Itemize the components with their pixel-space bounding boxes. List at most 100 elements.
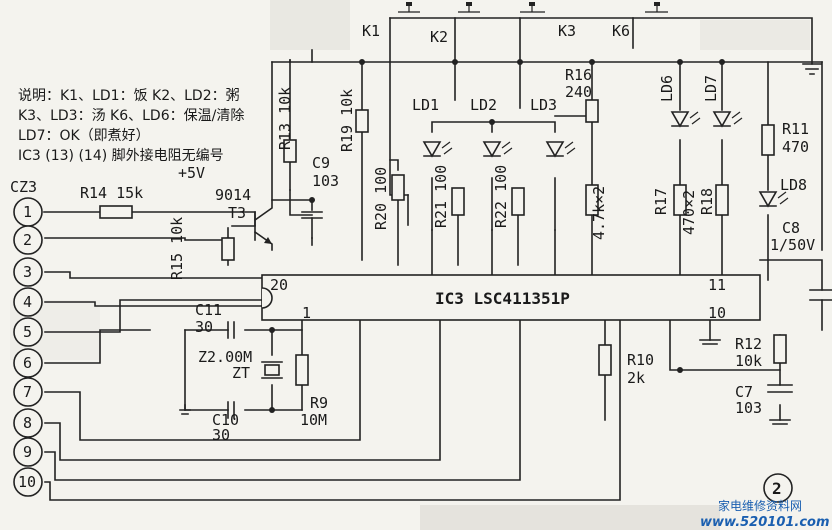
c8-value: 1/50V — [770, 236, 815, 254]
resistor-r11 — [761, 124, 775, 156]
r11-value: 470 — [782, 138, 809, 156]
resistor-r9 — [295, 354, 309, 386]
resistor-r17 — [673, 184, 687, 216]
r-4k7-label: 4.7k×2 — [590, 186, 608, 240]
r14-label: R14 15k — [80, 184, 143, 202]
led-ld8-label: LD8 — [780, 176, 807, 194]
resistor-4k7 — [585, 184, 599, 216]
connector-pin-10 — [13, 467, 43, 497]
r9-name: R9 — [310, 394, 328, 412]
connector-pin-5 — [13, 317, 43, 347]
crystal-name: ZT — [232, 364, 250, 382]
r13-label: R13 10k — [276, 87, 294, 150]
ic3-body — [261, 274, 761, 321]
r11-name: R11 — [782, 120, 809, 138]
pin-label-5: 5 — [23, 323, 32, 341]
c10-name: C10 — [212, 411, 239, 429]
resistor-r12 — [773, 334, 787, 364]
led-ld1-label: LD1 — [412, 96, 439, 114]
switch-k6-label: K6 — [612, 22, 630, 40]
c11-value: 30 — [195, 318, 213, 336]
led-ld7-label: LD7 — [702, 75, 720, 102]
transistor-t3 — [231, 199, 273, 251]
pin-label-8: 8 — [23, 414, 32, 432]
r15-label: R15 10k — [168, 217, 186, 280]
led-ld7 — [712, 111, 743, 128]
connector-name: CZ3 — [10, 178, 37, 196]
watermark-cn: 家电维修资料网 — [718, 498, 802, 513]
r22-label: R22 100 — [492, 165, 510, 228]
led-ld6 — [670, 111, 701, 128]
switch-k1-label: K1 — [362, 22, 380, 40]
resistor-r14 — [99, 205, 133, 219]
capacitor-c8 — [809, 289, 832, 301]
led-ld6-label: LD6 — [658, 75, 676, 102]
switch-k3 — [520, 2, 545, 13]
switch-k1 — [398, 2, 420, 13]
connector-pin-8 — [13, 408, 43, 438]
r20-label: R20 100 — [372, 167, 390, 230]
pin-label-4: 4 — [23, 293, 32, 311]
wiring — [43, 17, 823, 501]
r12-value: 10k — [735, 352, 762, 370]
capacitor-c9 — [301, 211, 323, 239]
note-line-2: K3、LD3：汤 K6、LD6：保温/清除 — [18, 108, 244, 124]
led-ld3-label: LD3 — [530, 96, 557, 114]
capacitor-c11 — [227, 321, 235, 339]
resistor-r15 — [221, 237, 235, 261]
c7-value: 103 — [735, 399, 762, 417]
led-ld2-label: LD2 — [470, 96, 497, 114]
connector-pin-9 — [13, 437, 43, 467]
pin-label-3: 3 — [23, 263, 32, 281]
pin-label-9: 9 — [23, 443, 32, 461]
pin-label-7: 7 — [23, 383, 32, 401]
ic3-pin20: 20 — [270, 276, 288, 294]
resistor-r13 — [283, 139, 297, 163]
c10-value: 30 — [212, 426, 230, 444]
resistor-r16 — [585, 99, 599, 123]
resistor-r22 — [511, 187, 525, 216]
connector-pin-6 — [13, 348, 43, 378]
switch-k6 — [645, 2, 668, 13]
connector-pin-2 — [13, 225, 43, 255]
resistor-r10 — [598, 344, 612, 376]
r16-value: 240 — [565, 83, 592, 101]
pin-label-10: 10 — [18, 473, 36, 491]
r12-name: R12 — [735, 335, 762, 353]
ic3-pin11: 11 — [708, 276, 726, 294]
led-ld3 — [545, 141, 576, 158]
r10-value: 2k — [627, 369, 645, 387]
r21-label: R21 100 — [432, 165, 450, 228]
led-ld2 — [482, 141, 513, 158]
note-line-1: 说明：K1、LD1：饭 K2、LD2：粥 — [18, 87, 240, 104]
resistor-r19 — [355, 109, 369, 133]
r9-value: 10M — [300, 411, 327, 429]
r10-name: R10 — [627, 351, 654, 369]
connector-pin-3 — [13, 257, 43, 287]
watermark-url: www.520101.com — [700, 515, 830, 530]
c11-name: C11 — [195, 301, 222, 319]
led-ld1 — [422, 141, 453, 158]
capacitor-c7 — [767, 384, 793, 393]
switch-k2 — [458, 2, 480, 13]
r18-label: R18 — [698, 188, 716, 215]
switch-k2-label: K2 — [430, 28, 448, 46]
switch-k3-label: K3 — [558, 22, 576, 40]
resistor-r20 — [391, 174, 405, 201]
ic3-pin10: 10 — [708, 304, 726, 322]
led-ld8 — [758, 191, 789, 208]
r17-label: R17 — [652, 188, 670, 215]
transistor-name: T3 — [228, 204, 246, 222]
transistor-type: 9014 — [215, 186, 251, 204]
ic3-label: IC3 LSC411351P — [435, 289, 570, 308]
connector-pin-4 — [13, 287, 43, 317]
c7-name: C7 — [735, 383, 753, 401]
figure-number: 2 — [772, 479, 782, 498]
background-ghosting — [10, 0, 810, 530]
note-line-3: LD7：OK（即煮好） — [18, 128, 150, 144]
r19-label: R19 10k — [338, 89, 356, 152]
r-470x2-label: 470×2 — [680, 190, 698, 235]
c9-name: C9 — [312, 154, 330, 172]
